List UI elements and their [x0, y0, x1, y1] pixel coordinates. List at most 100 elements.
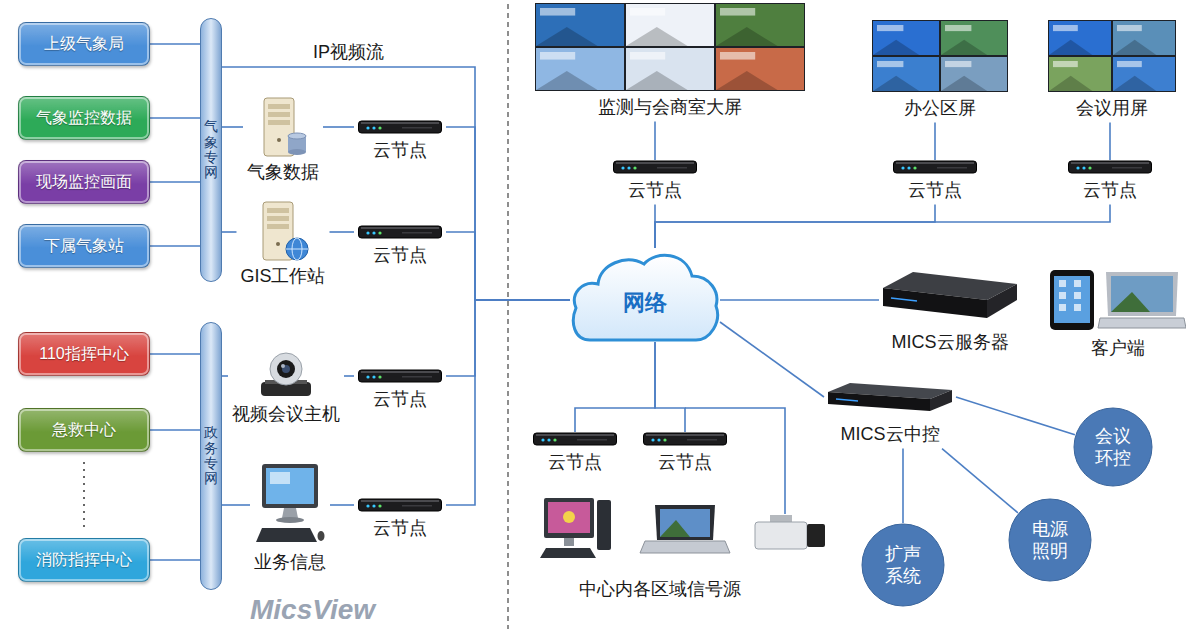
- device-body: [1069, 161, 1152, 173]
- node-label: 云节点: [373, 518, 427, 540]
- wall2b-icon: [1048, 20, 1176, 92]
- tile-detail: [720, 52, 755, 60]
- connector-line: [934, 123, 936, 160]
- drive-bay: [268, 104, 290, 109]
- monitor-screen: [548, 502, 590, 533]
- tablet-body: [1050, 270, 1094, 330]
- connector-line: [956, 397, 1075, 435]
- device-slot: [687, 439, 717, 441]
- device-slot: [402, 127, 432, 129]
- node-icon: [358, 369, 442, 383]
- client-icon: [1050, 270, 1186, 332]
- node-label: 云节点: [548, 452, 602, 474]
- device-node: 云节点: [639, 432, 731, 477]
- circle-fill: [1009, 499, 1091, 581]
- tile-detail: [626, 27, 688, 46]
- node-icon: [893, 160, 977, 174]
- screen-tile: [626, 4, 714, 46]
- device-edge: [896, 162, 974, 164]
- tile-detail: [877, 61, 903, 67]
- node-label: 下属气象站: [44, 236, 124, 257]
- tile-detail: [1049, 76, 1092, 91]
- circle-fill: [1074, 408, 1152, 486]
- device-node: MICS云服务器: [879, 270, 1021, 357]
- status-light: [372, 126, 375, 129]
- connector-line: [150, 43, 200, 45]
- node-label: 云节点: [628, 180, 682, 202]
- connector-line: [150, 353, 200, 355]
- bigserver-icon: [883, 270, 1017, 322]
- node-label: 云节点: [1083, 180, 1137, 202]
- tile-detail: [941, 40, 987, 55]
- screen-tile: [873, 21, 939, 55]
- connector-line: [1109, 123, 1111, 160]
- device-slot: [577, 439, 607, 441]
- laptop-lid: [655, 505, 715, 540]
- device-slot: [402, 376, 432, 378]
- laptop-base: [640, 541, 730, 553]
- device-body: [359, 499, 442, 511]
- connector-line: [720, 299, 879, 301]
- status-light: [372, 504, 375, 507]
- status-light: [378, 375, 381, 378]
- process-box: 消防指挥中心: [18, 538, 150, 582]
- screen-tile: [1113, 21, 1175, 55]
- node-label: MICS云服务器: [892, 332, 1009, 354]
- device-node: 会议用屏: [1044, 20, 1180, 123]
- tile-detail: [1053, 25, 1078, 31]
- connector-line: [150, 245, 200, 247]
- camera-icon: [255, 350, 317, 398]
- device-body: [894, 161, 977, 173]
- node-label: 视频会议主机: [232, 404, 340, 426]
- device-node: 云节点: [354, 369, 446, 414]
- monitor-frame: [544, 498, 594, 538]
- node-label: 气象监控数据: [36, 108, 132, 129]
- tile-detail: [540, 52, 575, 60]
- wall2a-icon: [872, 20, 1008, 92]
- device-slot: [402, 232, 432, 234]
- connector-line: [654, 122, 656, 160]
- connector-line: [655, 205, 935, 248]
- camera-lens: [807, 524, 825, 547]
- device-body: [614, 161, 697, 173]
- status-light: [1082, 166, 1085, 169]
- divider-line: [507, 4, 508, 629]
- tile-detail: [1053, 61, 1078, 67]
- lens-highlight: [281, 364, 285, 368]
- tile-detail: [626, 71, 688, 90]
- device-body: [534, 433, 617, 445]
- camera-body: [755, 522, 807, 549]
- connector-line: [222, 504, 250, 506]
- circle-fill: [862, 524, 944, 606]
- monitor-stand: [282, 508, 298, 518]
- node-icon: [358, 120, 442, 134]
- globe: [286, 238, 308, 260]
- tile-detail: [716, 27, 778, 46]
- status-light: [366, 126, 369, 129]
- keyboard: [256, 528, 317, 542]
- device-node: 客户端: [1046, 270, 1190, 363]
- node-label: 急救中心: [52, 420, 116, 441]
- device-body: [644, 433, 727, 445]
- connector-line: [330, 504, 354, 506]
- laptop-screen: [660, 509, 710, 537]
- node-label: 监测与会商室大屏: [598, 97, 742, 119]
- screen-tile: [1113, 57, 1175, 91]
- monitor-stand: [564, 538, 574, 546]
- node-label: 上级气象局: [44, 34, 124, 55]
- node-label: 现场监控画面: [36, 172, 132, 193]
- tablet-screen: [1054, 276, 1090, 323]
- app-icon: [1059, 292, 1066, 299]
- node-label: 电源照明: [1030, 518, 1070, 563]
- connector-line: [222, 375, 228, 377]
- device-node: 气象数据: [243, 96, 323, 187]
- tile-detail: [873, 76, 919, 91]
- drive-bay: [267, 216, 289, 221]
- wall-frame: [535, 3, 805, 91]
- device-edge: [646, 434, 724, 436]
- tile-detail: [945, 61, 971, 67]
- status-light: [907, 166, 910, 169]
- status-light: [1088, 166, 1091, 169]
- tile-detail: [1113, 76, 1156, 91]
- status-light: [621, 166, 624, 169]
